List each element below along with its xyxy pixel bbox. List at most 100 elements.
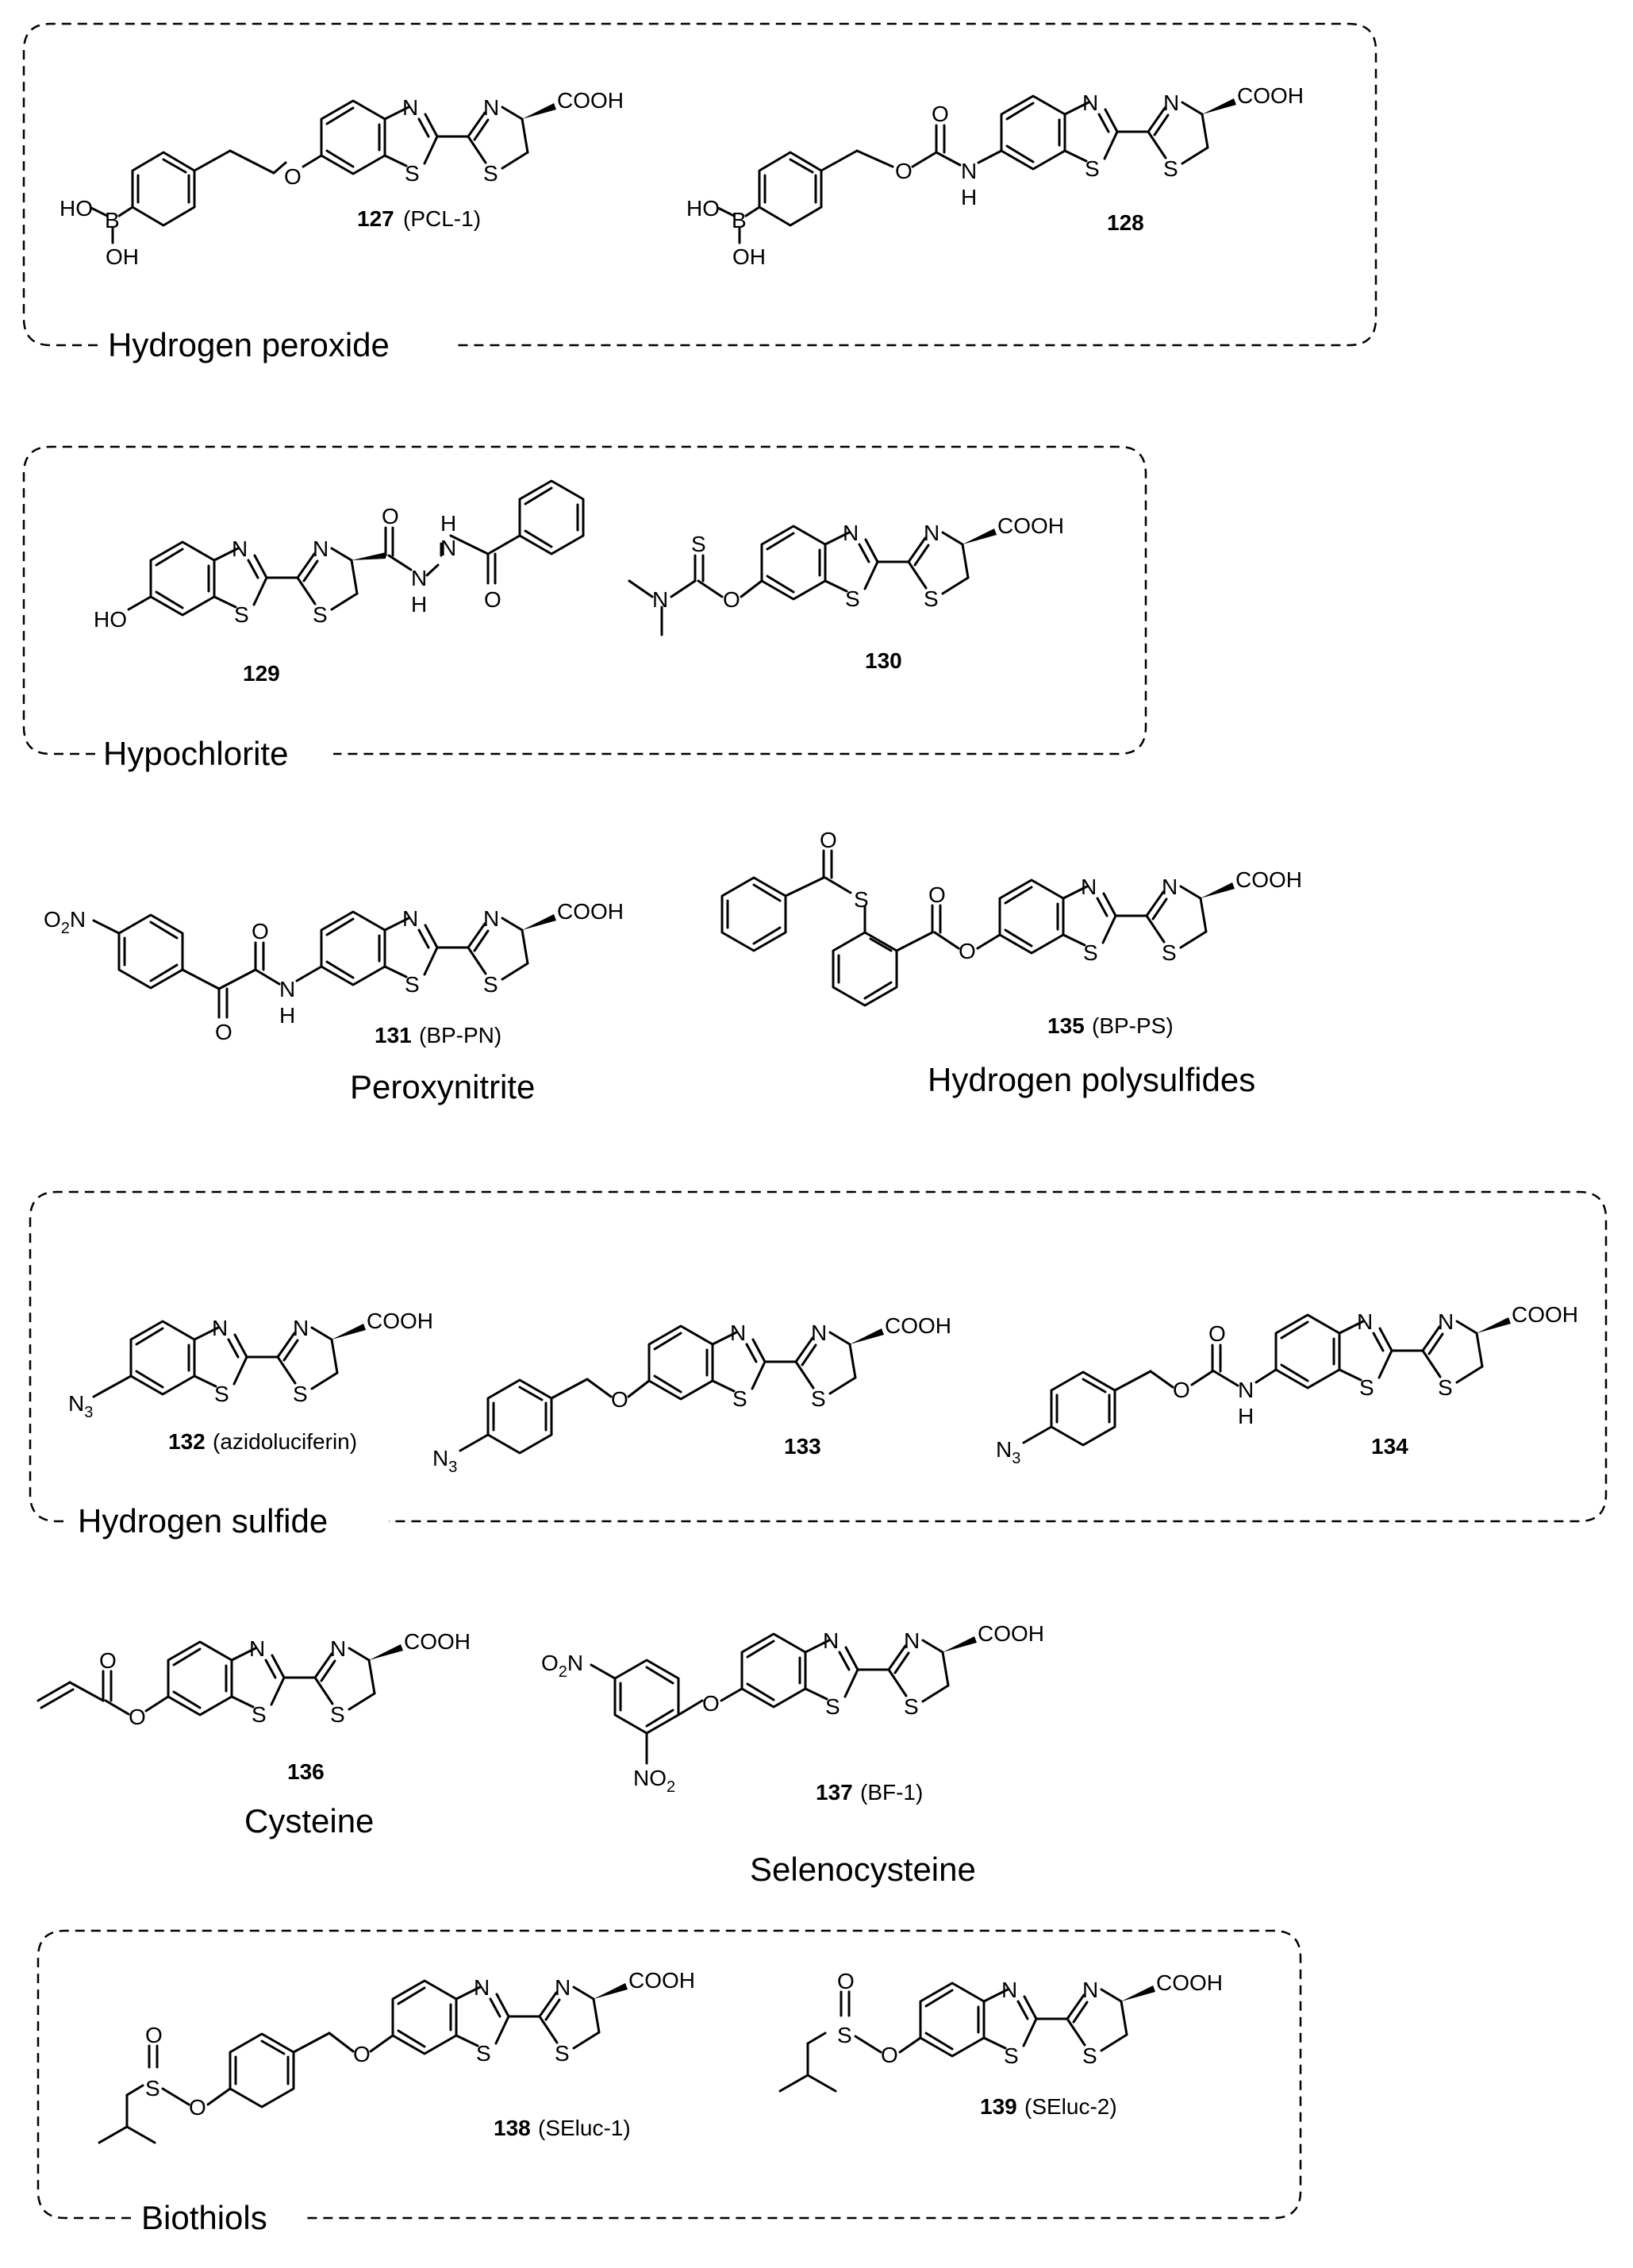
- sulfur-atom: S: [904, 1694, 919, 1719]
- tert-butylsulfinate-fragment: [778, 1990, 922, 2093]
- label-hydrogen-sulfide: Hydrogen sulfide: [78, 1502, 328, 1540]
- luciferin-core: [127, 540, 386, 617]
- sulfur-atom: S: [1438, 1375, 1453, 1400]
- dinitrophenyl-fragment: [590, 1659, 743, 1765]
- azidobenzyl-carbamate-fragment: [1022, 1344, 1278, 1447]
- sulfur-atom: S: [252, 1702, 267, 1727]
- sulfur-atom: S: [476, 2041, 491, 2066]
- sulfur-atom: S: [483, 161, 498, 186]
- nitrogen-atom: N: [1438, 1309, 1454, 1334]
- compound-133: N3 O: [432, 1313, 951, 1476]
- nitro-group: NO2: [633, 1766, 675, 1796]
- amide-hydrogen: H: [961, 185, 977, 210]
- amide-nitrogen: N: [1238, 1378, 1254, 1402]
- nitrogen-atom: N: [904, 1628, 920, 1653]
- amide-nitrogen: N: [961, 159, 977, 183]
- frame-biothiols: [37, 1929, 1302, 2220]
- arylboronic-acid-fragment: [717, 124, 1003, 244]
- luciferin-core: [647, 1324, 884, 1401]
- sulfinate-oxygen: O: [189, 2095, 206, 2120]
- compound-136: O O N S N S COOH 136: [37, 1629, 471, 1784]
- thione-sulfur: S: [691, 532, 706, 556]
- frame-hydrogen-sulfide: [29, 1190, 1608, 1523]
- azide-group: N3: [68, 1391, 93, 1421]
- hydrazide-fragment: [384, 479, 585, 585]
- sulfur-atom: S: [1082, 2043, 1097, 2068]
- compound-127: B HO OH O N S N S COOH 127: [60, 88, 624, 269]
- sulfur-atom: S: [1162, 940, 1177, 965]
- luciferin-core: [320, 910, 556, 986]
- luciferin-core: [998, 878, 1235, 955]
- compound-name: (BF-1): [860, 1780, 923, 1805]
- carbonyl-oxygen: O: [928, 882, 946, 907]
- azide-group: N3: [996, 1437, 1020, 1467]
- sulfur-atom: S: [330, 1702, 345, 1727]
- nitrogen-atom: N: [843, 521, 859, 545]
- compound-number: 137: [816, 1780, 853, 1805]
- compound-135: O S O O N S N S COOH 135 (BP-PS: [720, 828, 1302, 1038]
- ether-oxygen: O: [353, 2042, 371, 2066]
- sulfur-atom: S: [405, 161, 420, 186]
- compound-number: 134: [1371, 1434, 1408, 1459]
- carboxyl-group: COOH: [1237, 83, 1304, 108]
- dimethylamine-nitrogen: N: [652, 587, 668, 612]
- thiocarbamate-fragment: [628, 554, 763, 636]
- compound-132: N3 N S N S COOH 132 (azidoluciferin): [68, 1309, 433, 1454]
- compound-138: O S O O N S N S COOH 138 (SEluc: [98, 1968, 695, 2144]
- compound-number: 131: [375, 1023, 412, 1048]
- frame-hydrogen-peroxide: [22, 22, 1377, 347]
- ether-oxygen: O: [284, 164, 302, 189]
- nitrogen-atom: N: [1162, 875, 1178, 899]
- hydrazide-hydrogen: H: [411, 592, 427, 617]
- nitrogen-atom: N: [730, 1320, 746, 1345]
- sulfinyl-oxygen: O: [145, 2023, 163, 2047]
- carboxyl-group: COOH: [978, 1621, 1044, 1646]
- carboxyl-group: COOH: [404, 1629, 471, 1654]
- compound-131: O2N O O N H: [44, 899, 624, 1048]
- nitrogen-atom: N: [823, 1628, 839, 1653]
- carbamate-oxygen: O: [895, 159, 913, 183]
- compound-number: 132: [168, 1429, 206, 1454]
- compound-134: N3 O O N H: [996, 1302, 1578, 1467]
- label-cysteine: Cysteine: [244, 1802, 374, 1839]
- ester-oxygen: O: [959, 939, 976, 963]
- luciferin-core: [1000, 94, 1236, 171]
- compound-128: B HO OH O O N H N S N S COO: [686, 83, 1304, 269]
- compound-139: O S O N S N S COOH 139 (SEluc-2): [778, 1969, 1223, 2119]
- sulfur-atom: S: [293, 1382, 308, 1406]
- hydroxy-label: OH: [106, 244, 139, 269]
- compound-number: 128: [1107, 210, 1144, 235]
- sulfinyl-sulfur: S: [837, 2023, 852, 2047]
- luciferin-core: [760, 525, 997, 601]
- label-peroxynitrite: Peroxynitrite: [350, 1068, 535, 1105]
- compound-name: (BP-PS): [1092, 1013, 1174, 1038]
- hydrazide-hydrogen: H: [440, 511, 456, 536]
- nitrogen-atom: N: [555, 1975, 571, 2000]
- hydroxy-label: HO: [94, 607, 127, 632]
- label-hypochlorite: Hypochlorite: [103, 735, 288, 772]
- compound-number: 130: [865, 648, 902, 673]
- nitrogen-atom: N: [1082, 1978, 1098, 2002]
- compound-name: (PCL-1): [403, 206, 481, 231]
- carbonyl-oxygen: O: [215, 1020, 232, 1044]
- carboxyl-group: COOH: [1156, 1970, 1223, 1995]
- hydrazide-nitrogen: N: [440, 536, 456, 560]
- nitrogen-atom: N: [483, 906, 499, 931]
- sulfur-atom: S: [1163, 156, 1178, 181]
- nitrogen-atom: N: [1163, 90, 1179, 115]
- sulfur-atom: S: [313, 602, 328, 627]
- compound-number: 127: [357, 206, 394, 231]
- nitrogen-atom: N: [1357, 1309, 1373, 1334]
- arylboronic-acid-fragment: [90, 149, 287, 244]
- nitrogen-atom: N: [330, 1636, 346, 1661]
- sulfur-atom: S: [825, 1694, 840, 1719]
- boron-atom: B: [105, 208, 120, 233]
- carbonyl-oxygen: O: [932, 102, 949, 126]
- nitrogen-atom: N: [212, 1316, 228, 1340]
- sulfur-atom: S: [924, 586, 939, 611]
- carboxyl-group: COOH: [885, 1313, 951, 1338]
- compound-number: 139: [980, 2094, 1017, 2119]
- sulfur-atom: S: [214, 1382, 229, 1406]
- frame-hypochlorite: [22, 445, 1147, 755]
- acrylate-fragment: [37, 1670, 170, 1716]
